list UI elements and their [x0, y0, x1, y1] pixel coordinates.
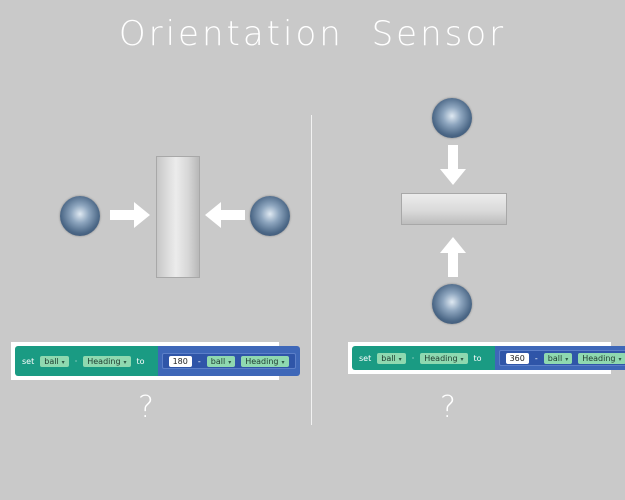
top-ball: [432, 98, 472, 138]
left-code-block: set ball▾ · Heading▾ to 180 - ball▾ Head…: [11, 342, 300, 380]
right-question-mark: ?: [440, 390, 456, 425]
variable-dropdown[interactable]: ball▾: [377, 352, 406, 364]
to-label: to: [136, 356, 145, 366]
subtract-block: 180 - ball▾ Heading▾: [157, 346, 300, 376]
vertical-bar: [156, 156, 200, 278]
page-title: Orientation Sensor: [118, 14, 507, 54]
chevron-down-icon: ▾: [281, 358, 285, 366]
property-dropdown-2[interactable]: Heading▾: [241, 355, 289, 367]
chevron-down-icon: ▾: [460, 355, 464, 363]
variable-dropdown[interactable]: ball▾: [40, 355, 69, 367]
property-dropdown[interactable]: Heading▾: [83, 355, 131, 367]
arrow-right-icon: [110, 202, 150, 228]
set-heading-block: set ball▾ · Heading▾ to 360 - ball▾ Head…: [352, 346, 625, 370]
math-expression: 180 - ball▾ Heading▾: [161, 353, 296, 369]
to-label: to: [473, 353, 482, 363]
chevron-down-icon: ▾: [228, 358, 232, 366]
chevron-down-icon: ▾: [123, 358, 127, 366]
set-heading-block: set ball▾ · Heading▾ to 180 - ball▾ Head…: [15, 346, 300, 376]
chevron-down-icon: ▾: [618, 355, 622, 363]
variable-dropdown-2[interactable]: ball▾: [543, 352, 573, 364]
number-input[interactable]: 180: [168, 355, 192, 367]
set-label: set: [359, 353, 372, 363]
center-divider: [311, 115, 312, 425]
right-ball: [250, 196, 290, 236]
property-dropdown-2[interactable]: Heading▾: [578, 352, 625, 364]
left-ball: [60, 196, 100, 236]
separator: ·: [74, 356, 78, 366]
arrow-down-icon: [440, 145, 466, 185]
chevron-down-icon: ▾: [565, 355, 569, 363]
arrow-up-icon: [440, 237, 466, 277]
operator: -: [534, 353, 538, 363]
number-input[interactable]: 360: [505, 352, 529, 364]
chevron-down-icon: ▾: [61, 358, 65, 366]
operator: -: [197, 356, 201, 366]
chevron-down-icon: ▾: [398, 355, 402, 363]
horizontal-bar: [401, 193, 507, 225]
set-label: set: [22, 356, 35, 366]
separator: ·: [411, 353, 415, 363]
set-block: set ball▾ · Heading▾ to: [352, 346, 495, 370]
arrow-left-icon: [205, 202, 245, 228]
right-code-block: set ball▾ · Heading▾ to 360 - ball▾ Head…: [348, 342, 625, 374]
property-dropdown[interactable]: Heading▾: [420, 352, 468, 364]
variable-dropdown-2[interactable]: ball▾: [206, 355, 236, 367]
math-expression: 360 - ball▾ Heading▾: [498, 350, 625, 366]
subtract-block: 360 - ball▾ Heading▾: [494, 346, 625, 370]
bottom-ball: [432, 284, 472, 324]
set-block: set ball▾ · Heading▾ to: [15, 346, 158, 376]
left-question-mark: ?: [138, 390, 154, 425]
